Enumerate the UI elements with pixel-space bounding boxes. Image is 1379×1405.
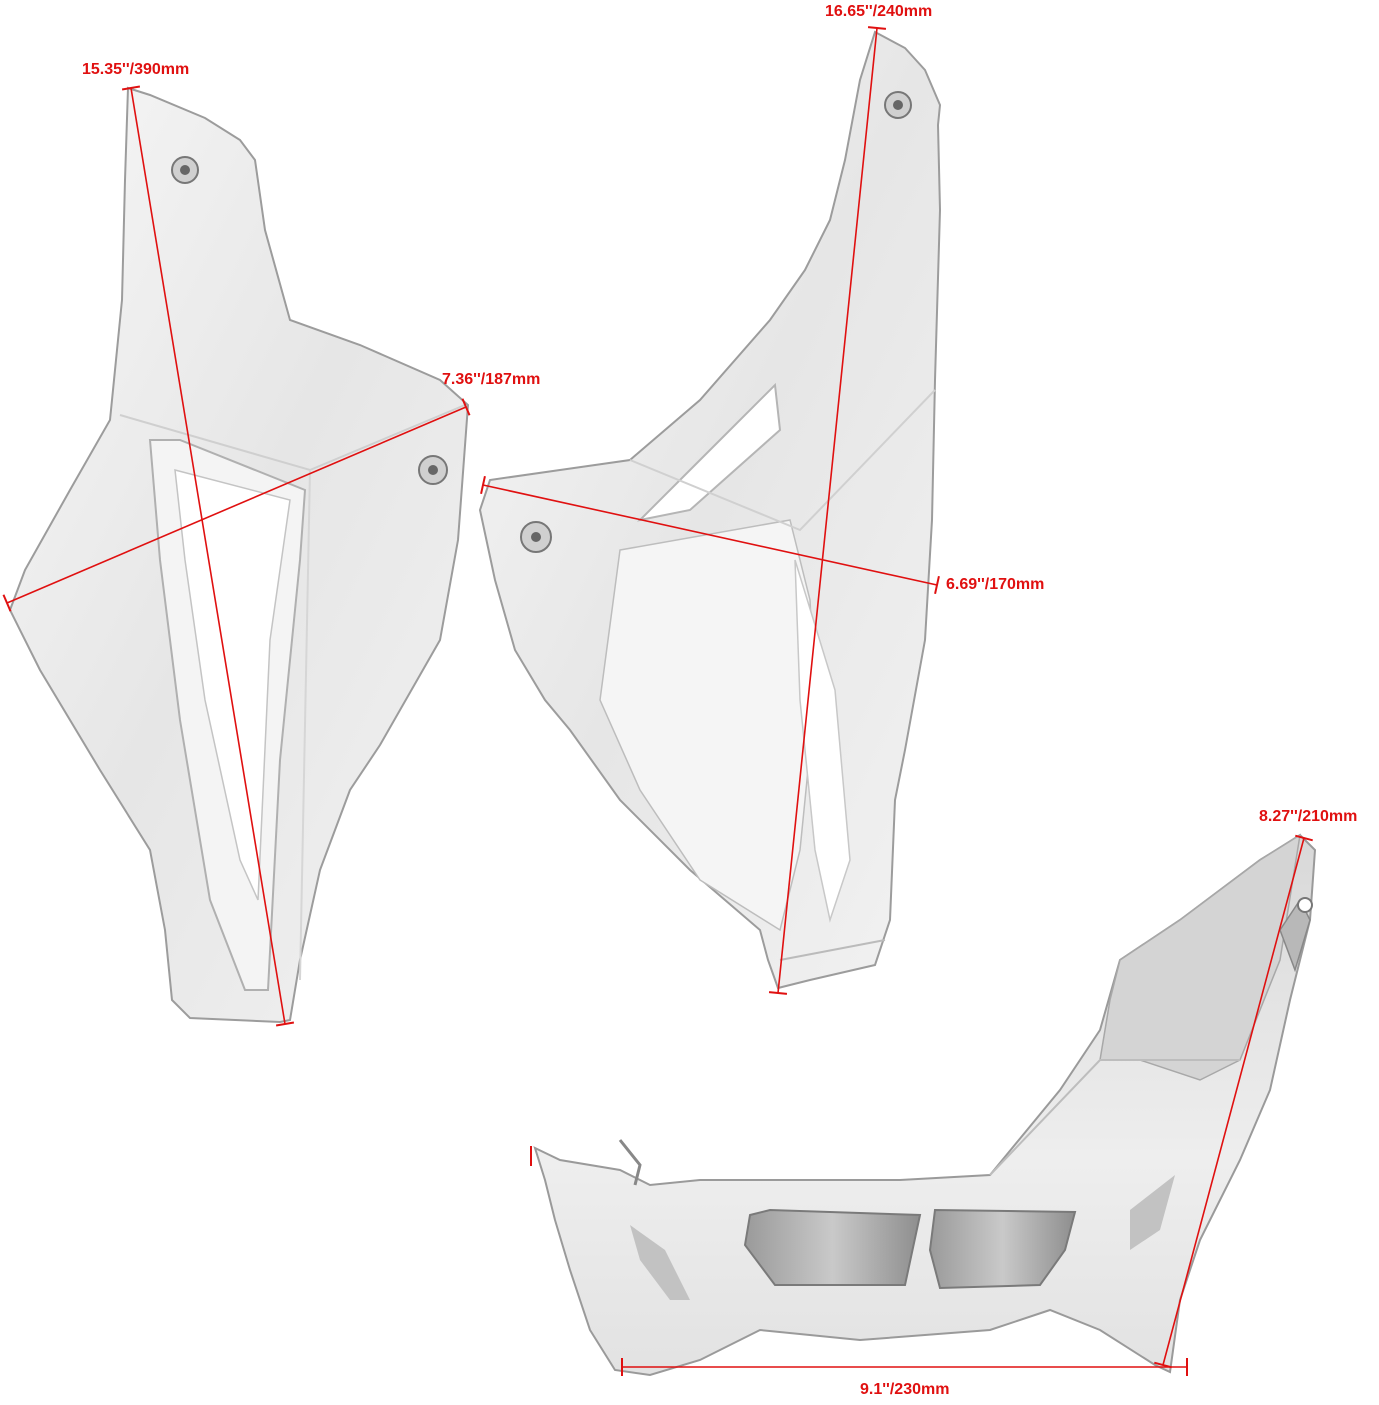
bottom-belly-pan [533,833,1317,1377]
vent-right [928,1208,1077,1290]
bottom-width-dimension-line [621,1358,1188,1376]
left-height-label: 15.35''/390mm [82,61,190,78]
left-width-dimension-line [2,398,471,612]
left-height-dimension-line [121,85,295,1027]
middle-fairing-panel [478,30,942,990]
middle-width-dimension-line [480,475,940,595]
bottom-height-label: 8.27''/210mm [1259,808,1358,825]
middle-width-label: 6.69''/170mm [946,576,1045,593]
left-fairing-panel [8,86,470,1024]
middle-height-dimension-line [768,26,887,995]
vent-left [743,1208,922,1286]
screw-hole-icon [1297,897,1313,913]
dimension-lines [2,26,1313,1376]
bottom-width-label: 9.1''/230mm [860,1381,950,1398]
left-width-label: 7.36''/187mm [442,371,541,388]
middle-height-label: 16.65''/240mm [825,3,933,20]
